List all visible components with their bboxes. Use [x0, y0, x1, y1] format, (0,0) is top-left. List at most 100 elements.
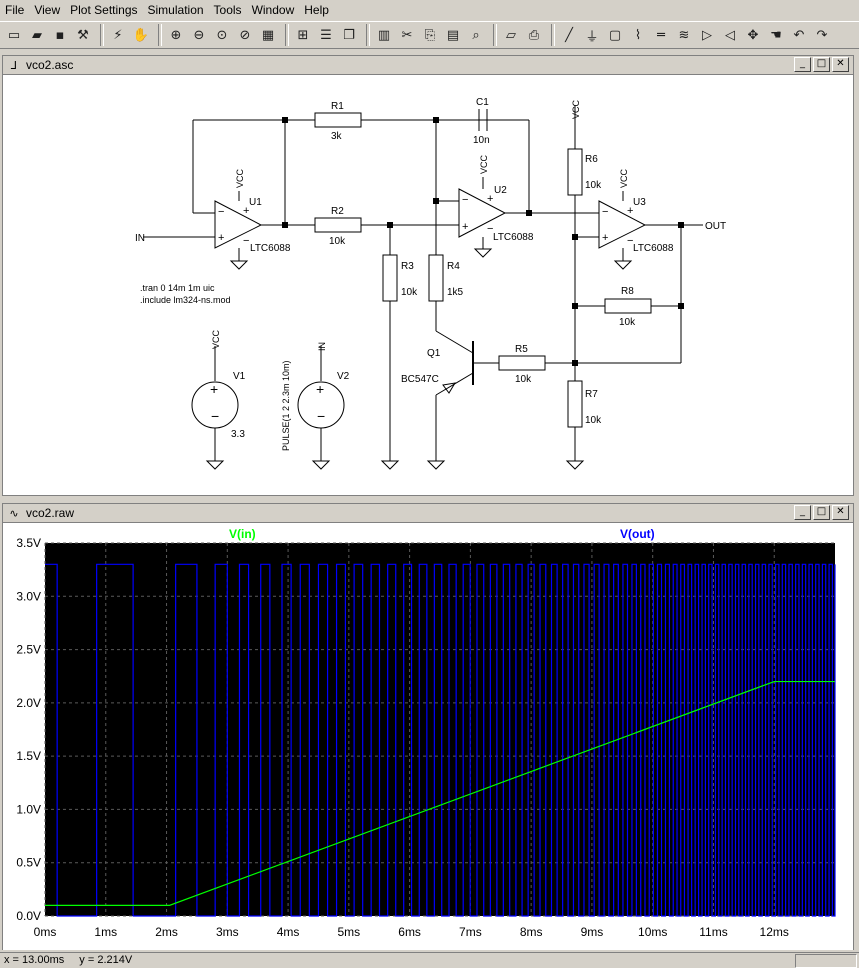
minimize-button[interactable]: _ — [794, 505, 811, 520]
markers-icon[interactable]: ⊞ — [297, 27, 309, 43]
diode-icon[interactable]: ▷ — [702, 27, 712, 43]
menu-help[interactable]: Help — [304, 3, 329, 17]
x-tick-label: 10ms — [638, 925, 667, 939]
v2-label: V2 — [337, 371, 350, 382]
schematic-canvas[interactable]: −+ +− −+ +− −+ +− +− +− — [3, 75, 853, 496]
move-icon[interactable]: ✥ — [747, 27, 759, 43]
resistor-r2[interactable] — [314, 217, 362, 233]
svg-text:+: + — [462, 221, 468, 233]
menu-plot-settings[interactable]: Plot Settings — [70, 3, 138, 17]
x-tick-label: 3ms — [216, 925, 239, 939]
menu-window[interactable]: Window — [251, 3, 295, 17]
toolbar-separator — [158, 24, 162, 46]
r8-label: R8 — [621, 286, 634, 297]
new-schematic-icon[interactable]: ▭ — [7, 27, 21, 43]
r3-value: 10k — [401, 287, 418, 298]
include-directive[interactable]: .include lm324-ns.mod — [140, 295, 231, 305]
y-tick-label: 0.5V — [16, 856, 41, 870]
inductor-icon[interactable]: ≋ — [678, 27, 690, 43]
resistor-r5[interactable] — [498, 355, 546, 371]
cascade-icon[interactable]: ❐ — [343, 27, 355, 43]
find-icon[interactable]: ⌕ — [472, 27, 480, 43]
resistor-r6[interactable] — [567, 148, 583, 196]
redo-icon[interactable]: ↷ — [816, 27, 828, 43]
resistor-r3[interactable] — [382, 254, 398, 302]
save-icon[interactable]: ▪ — [55, 27, 65, 43]
q1-label: Q1 — [427, 348, 441, 359]
maximize-button[interactable]: □ — [813, 505, 830, 520]
svg-text:−: − — [602, 206, 608, 218]
capacitor-icon[interactable]: ═ — [657, 27, 665, 43]
resistor-r7[interactable] — [567, 380, 583, 428]
resistor-r4[interactable] — [428, 254, 444, 302]
maximize-button[interactable]: □ — [813, 57, 830, 72]
vcc-label-v1: VCC — [211, 329, 221, 349]
zoom-fit-icon[interactable]: ⊙ — [216, 27, 228, 43]
x-tick-label: 8ms — [520, 925, 543, 939]
zoom-cancel-icon[interactable]: ⊘ — [239, 27, 251, 43]
control-panel-icon[interactable]: ⚒ — [77, 27, 89, 43]
toolbar-separator — [493, 24, 497, 46]
label-icon[interactable]: ▢ — [608, 27, 622, 43]
resistor-r8[interactable] — [604, 298, 652, 314]
close-button[interactable]: ✕ — [832, 57, 849, 72]
ground-icon[interactable]: ⏚ — [585, 29, 599, 45]
r7-label: R7 — [585, 389, 598, 400]
vcc-label-u2: VCC — [479, 154, 489, 174]
zoom-out-icon[interactable]: ⊖ — [193, 27, 205, 43]
svg-text:+: + — [243, 205, 249, 217]
halt-icon[interactable]: ✋ — [132, 27, 150, 43]
svg-text:+: + — [316, 381, 324, 397]
autorange-icon[interactable]: ▦ — [261, 27, 275, 43]
u3-label: U3 — [633, 197, 646, 208]
r6-value: 10k — [585, 180, 602, 191]
menu-view[interactable]: View — [34, 3, 61, 17]
undo-icon[interactable]: ↶ — [793, 27, 805, 43]
minimize-button[interactable]: _ — [794, 57, 811, 72]
junction-dots — [282, 117, 684, 366]
cut-icon[interactable]: ✂ — [401, 27, 413, 43]
schematic-title: vco2.asc — [26, 58, 74, 72]
opamp-u3[interactable] — [598, 200, 647, 249]
vcc-label-u1: VCC — [235, 168, 245, 188]
component-icon[interactable]: ◁ — [725, 27, 735, 43]
u2-label: U2 — [494, 185, 507, 196]
resistor-r1[interactable] — [314, 112, 362, 128]
y-tick-label: 0.0V — [16, 909, 41, 923]
u3-part: LTC6088 — [633, 243, 674, 254]
tran-directive[interactable]: .tran 0 14m 1m uic — [140, 283, 215, 293]
close-button[interactable]: ✕ — [832, 505, 849, 520]
copy-icon[interactable]: ⎘ — [424, 27, 436, 43]
tile-horizontal-icon[interactable]: ☰ — [320, 27, 332, 43]
open-icon[interactable]: ▰ — [32, 27, 42, 43]
cursor-y-readout: y = 2.214V — [79, 954, 133, 966]
resistor-icon[interactable]: ⌇ — [634, 27, 642, 43]
in-label-v2: IN — [317, 342, 327, 351]
tile-vertical-icon[interactable]: ▥ — [377, 27, 391, 43]
opamp-u2[interactable] — [458, 188, 507, 238]
v1-value: 3.3 — [231, 429, 245, 440]
toolbar-separator — [100, 24, 104, 46]
y-tick-label: 3.5V — [16, 536, 41, 550]
print-preview-icon[interactable]: ▱ — [506, 27, 516, 43]
vin-trace — [45, 680, 835, 906]
svg-text:−: − — [462, 194, 468, 206]
menu-tools[interactable]: Tools — [213, 3, 242, 17]
in-net-label: IN — [135, 233, 145, 244]
zoom-in-icon[interactable]: ⊕ — [170, 27, 182, 43]
opamp-u1[interactable] — [214, 200, 263, 249]
r2-label: R2 — [331, 206, 344, 217]
y-tick-label: 2.5V — [16, 643, 41, 657]
toolbar-separator — [366, 24, 370, 46]
vout-legend: V(out) — [620, 527, 655, 541]
drag-icon[interactable]: ☚ — [770, 27, 782, 43]
paste-icon[interactable]: ▤ — [446, 27, 460, 43]
run-icon[interactable]: ⚡ — [113, 27, 123, 43]
wire-icon[interactable]: ╱ — [565, 27, 573, 43]
x-tick-label: 4ms — [277, 925, 300, 939]
menu-simulation[interactable]: Simulation — [147, 3, 204, 17]
menu-file[interactable]: File — [5, 3, 25, 17]
print-icon[interactable]: ⎙ — [528, 27, 540, 43]
